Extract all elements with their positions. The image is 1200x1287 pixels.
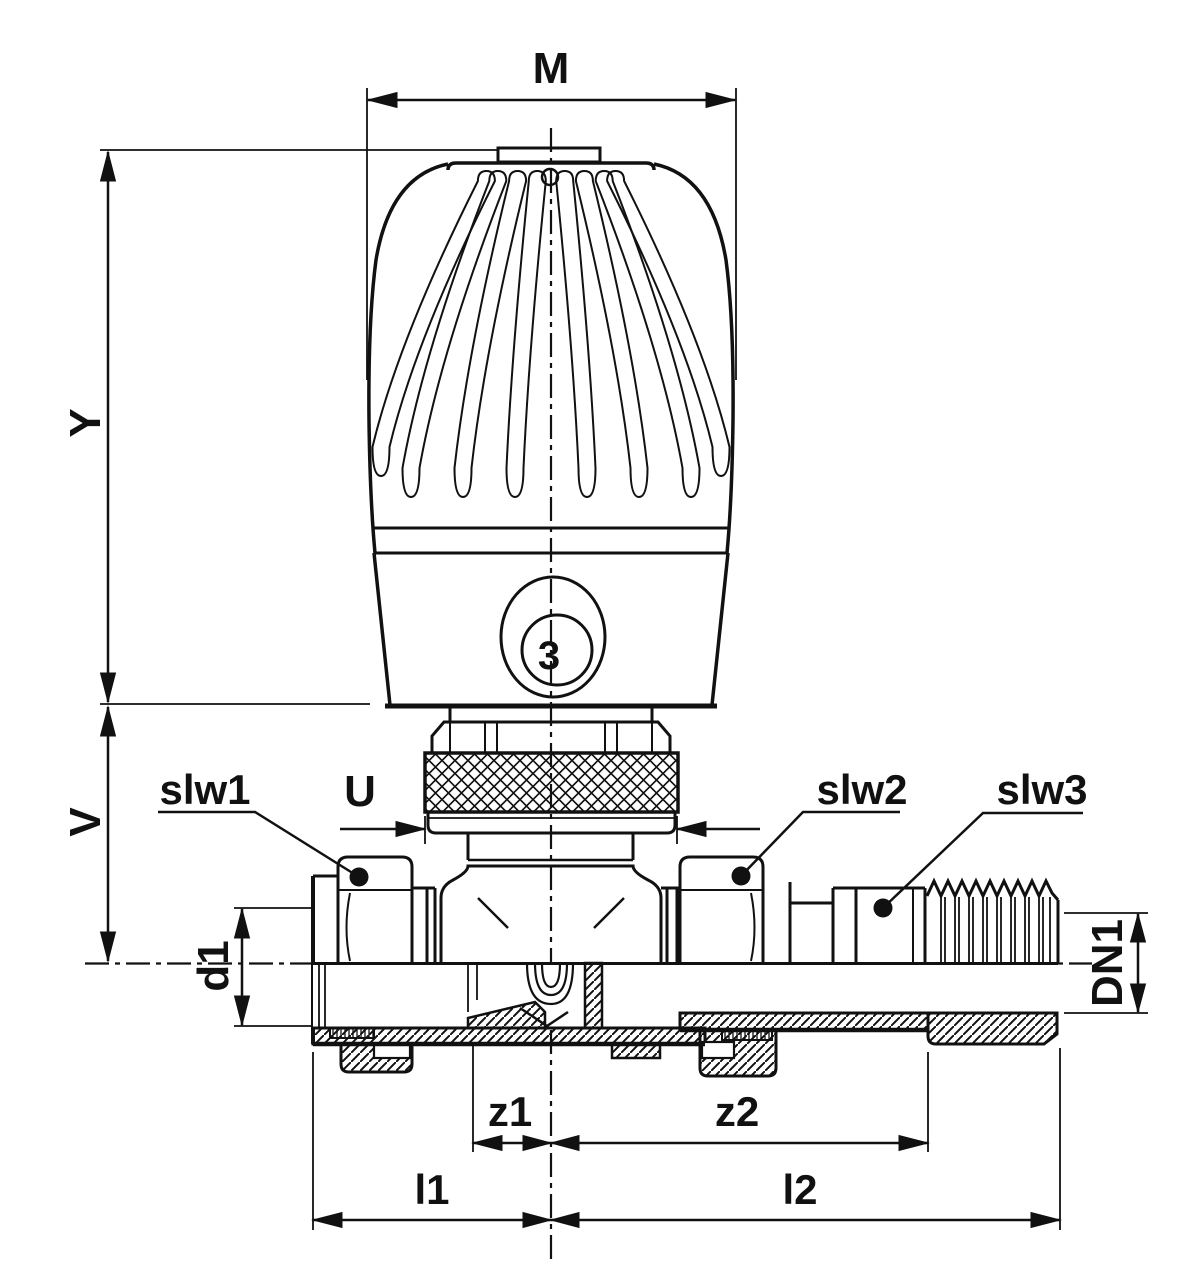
setting-window-oval: [499, 575, 607, 699]
head-lower-left-edge: [372, 552, 392, 706]
label-l2: l2: [782, 1166, 817, 1213]
head-top-pin: [540, 167, 560, 187]
valve-body-section: [311, 961, 1059, 1078]
label-l1: l1: [414, 1166, 449, 1213]
knurled-ring: [423, 751, 680, 814]
bottom-wall-right: [678, 1011, 930, 1032]
leader-dot-slw2: [731, 866, 751, 886]
left-nut: [336, 855, 414, 963]
valve-disc-mid: [533, 962, 569, 997]
label-Y: Y: [61, 408, 110, 437]
seat-wedge: [466, 1000, 547, 1030]
head-ribs: [371, 169, 731, 499]
right-nut: [678, 855, 765, 963]
head-right-silhouette: [653, 162, 735, 554]
label-DN1: DN1: [1083, 919, 1132, 1007]
body-chamfer-mark-right: [593, 897, 625, 929]
body-block: [439, 864, 663, 963]
head-top-cap: [496, 146, 602, 164]
left-seal-ring: [329, 1027, 375, 1039]
label-slw3: slw3: [996, 766, 1087, 813]
collar: [423, 706, 680, 835]
label-V: V: [61, 807, 110, 837]
thread-flanks: [940, 897, 1051, 962]
valve-seat-cone: [519, 1006, 569, 1028]
dimensions: [99, 88, 1148, 1230]
thread-crest: [925, 877, 1060, 901]
centerlines: [85, 128, 1092, 1262]
label-U: U: [344, 767, 376, 816]
label-z1: z1: [488, 1088, 532, 1135]
head-top-edge: [446, 161, 656, 171]
head-lower-right-edge: [710, 552, 730, 706]
dimension-labels: M Y V U d1 DN1 z1 z2 l1 l2 slw1 slw2 slw…: [61, 44, 1132, 1213]
collar-flange: [426, 810, 677, 835]
segment-ring-splits: [449, 722, 653, 753]
setting-number: 3: [538, 634, 560, 678]
head-left-silhouette: [367, 162, 449, 554]
valve-disc-inner: [540, 962, 562, 989]
right-nut-step: [700, 1040, 736, 1060]
right-bore: [680, 963, 1058, 1013]
label-z2: z2: [715, 1088, 759, 1135]
leader-dot-slw1: [349, 867, 369, 887]
valve-disc-outer: [525, 962, 575, 1006]
label-slw1: slw1: [159, 766, 250, 813]
label-M: M: [533, 44, 570, 93]
body-chamfer-mark-left: [477, 897, 509, 929]
label-slw2: slw2: [816, 766, 907, 813]
label-d1: d1: [189, 940, 238, 991]
setting-window-circle: [520, 613, 594, 687]
outlet-wall: [583, 961, 604, 1030]
thermostat-head: [367, 146, 735, 709]
leader-lines: [158, 810, 1083, 909]
leader-dot-slw3: [873, 898, 893, 918]
bottom-wall-thread-end: [926, 1011, 1059, 1046]
